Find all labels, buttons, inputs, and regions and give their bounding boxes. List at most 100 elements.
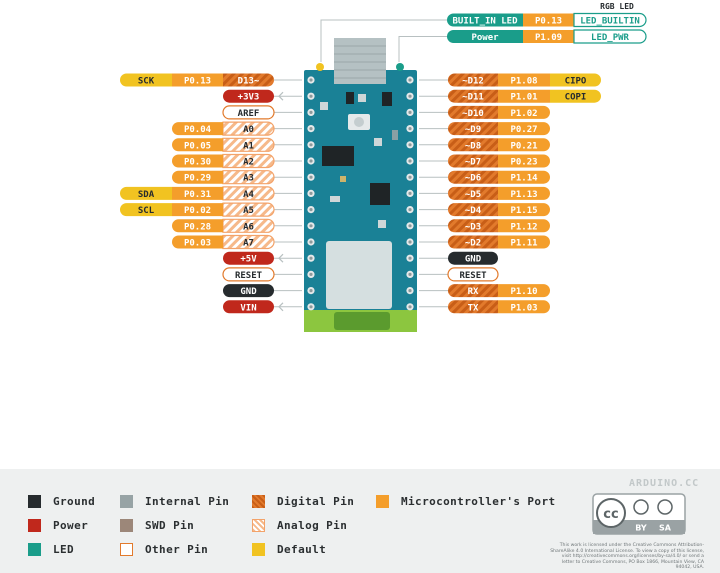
port-label: P0.29 — [172, 170, 223, 184]
port-label-text: P0.13 — [535, 17, 562, 27]
pin-label-d13-text: D13~ — [238, 77, 260, 87]
port-label-text: P1.03 — [510, 303, 537, 313]
pin-label-a6-text: A6 — [243, 222, 254, 232]
builtin-led — [316, 63, 324, 71]
port-label: P1.03 — [498, 300, 550, 314]
legend-item-led: LED — [28, 543, 74, 556]
pin-label-a6: A6 — [222, 218, 275, 233]
pin-label-a4-text: A4 — [243, 190, 254, 200]
mcu-chip — [370, 183, 390, 205]
svg-text:cc: cc — [603, 507, 618, 522]
pin-label-a3: A3 — [222, 170, 275, 185]
cc-by-label: BY — [635, 524, 647, 533]
port-label-text: P0.29 — [184, 174, 211, 184]
led-name-label-text: LED_PWR — [591, 33, 630, 43]
pin-label-d12-text: ~D12 — [462, 77, 484, 87]
port-label-text: P0.23 — [510, 158, 537, 168]
port-label: P1.08 — [498, 73, 550, 87]
pin-label-d6-text: ~D6 — [465, 174, 481, 184]
legend-item-analog: Analog Pin — [252, 519, 347, 532]
port-label: P1.14 — [498, 170, 550, 184]
pin-label-a7-text: A7 — [243, 239, 254, 249]
port-label-text: P0.21 — [510, 141, 537, 151]
legend-swatch — [120, 519, 133, 532]
pin-label-a7: A7 — [222, 234, 275, 250]
function-label-text: COPI — [565, 93, 587, 103]
pin-label-tx-text: TX — [468, 303, 479, 313]
pin-label-d12: ~D12 — [448, 73, 498, 87]
led-label: Power — [447, 30, 523, 43]
function-label: CIPO — [550, 73, 601, 87]
port-label-text: P0.02 — [184, 206, 211, 216]
led-name-label: LED_PWR — [573, 29, 647, 44]
legend-label: Internal Pin — [145, 495, 230, 508]
legend-item-other: Other Pin — [120, 543, 208, 556]
pin-label-aref: AREF — [222, 105, 275, 120]
legend-item-digital: Digital Pin — [252, 495, 354, 508]
legend-label: Analog Pin — [277, 519, 348, 532]
pin-label-a0: A0 — [222, 121, 275, 136]
arduino-nano-board — [304, 38, 417, 332]
function-label-text: CIPO — [565, 77, 587, 87]
port-label-text: P1.11 — [510, 239, 537, 249]
legend-swatch — [28, 495, 41, 508]
pin-label-d3: ~D3 — [448, 219, 498, 233]
legend-item-port: Microcontroller's Port — [376, 495, 556, 508]
pin-label-a5-text: A5 — [243, 206, 254, 216]
pin-label-tx: TX — [448, 300, 498, 314]
function-label: SCL — [120, 203, 172, 217]
port-label: P1.13 — [498, 186, 550, 200]
port-label: P0.13 — [172, 73, 223, 87]
pin-label-a2-text: A2 — [243, 158, 254, 168]
power-led — [396, 63, 404, 71]
license-text: This work is licensed under the Creative… — [550, 543, 704, 571]
legend-label: Ground — [53, 495, 96, 508]
pin-label-d13: D13~ — [223, 73, 274, 87]
legend-item-power: Power — [28, 519, 88, 532]
pin-label-reset-text: RESET — [235, 271, 263, 281]
pin-label-reset-text: RESET — [459, 271, 487, 281]
brand-watermark: ARDUINO.CC — [629, 478, 700, 489]
pin-label-d2-text: ~D2 — [465, 239, 481, 249]
legend-swatch — [252, 543, 265, 556]
port-label: P1.15 — [498, 203, 550, 217]
port-label-text: P0.03 — [184, 239, 211, 249]
pin-label-vin: VIN — [223, 300, 274, 314]
pin-label-reset: RESET — [447, 267, 499, 282]
pin-label-gnd: GND — [447, 251, 498, 265]
port-label: P1.02 — [498, 105, 550, 119]
pin-label-3v3-text: +3V3 — [238, 93, 260, 103]
port-label: P0.04 — [172, 122, 223, 136]
port-label: P0.27 — [498, 122, 551, 136]
pin-label-d4: ~D4 — [448, 203, 498, 217]
pin-label-gnd-text: GND — [465, 255, 482, 265]
port-label: P1.12 — [498, 219, 550, 233]
pin-label-5v: +5V — [222, 251, 274, 265]
pin-label-d8: ~D8 — [448, 138, 498, 152]
port-label-text: P0.05 — [184, 141, 211, 151]
cc-license-icon: cc BY SA — [592, 493, 686, 535]
port-label: P0.31 — [172, 186, 223, 200]
pin-label-d3-text: ~D3 — [465, 222, 481, 232]
legend-swatch — [28, 519, 41, 532]
port-label-text: P0.27 — [510, 125, 537, 135]
function-label: SDA — [120, 186, 172, 200]
legend-swatch — [28, 543, 41, 556]
port-label-text: P1.09 — [535, 33, 562, 43]
legend-label: Microcontroller's Port — [401, 495, 556, 508]
pin-label-d11: ~D11 — [448, 89, 498, 103]
led-name-label-text: LED_BUILTIN — [580, 17, 640, 27]
legend-swatch — [252, 495, 265, 508]
port-label-text: P1.14 — [510, 174, 538, 184]
pin-label-d7: ~D7 — [448, 154, 498, 168]
pin-label-d11-text: ~D11 — [462, 93, 484, 103]
legend-label: Power — [53, 519, 89, 532]
port-label-text: P1.12 — [510, 222, 537, 232]
pin-label-5v-text: +5V — [240, 255, 257, 265]
port-label: P1.09 — [523, 30, 574, 43]
pin-label-d6: ~D6 — [448, 170, 498, 184]
port-label-text: P1.01 — [510, 93, 537, 103]
legend-swatch — [252, 519, 265, 532]
pin-label-d5: ~D5 — [448, 186, 498, 200]
led-name-label: LED_BUILTIN — [573, 12, 647, 28]
